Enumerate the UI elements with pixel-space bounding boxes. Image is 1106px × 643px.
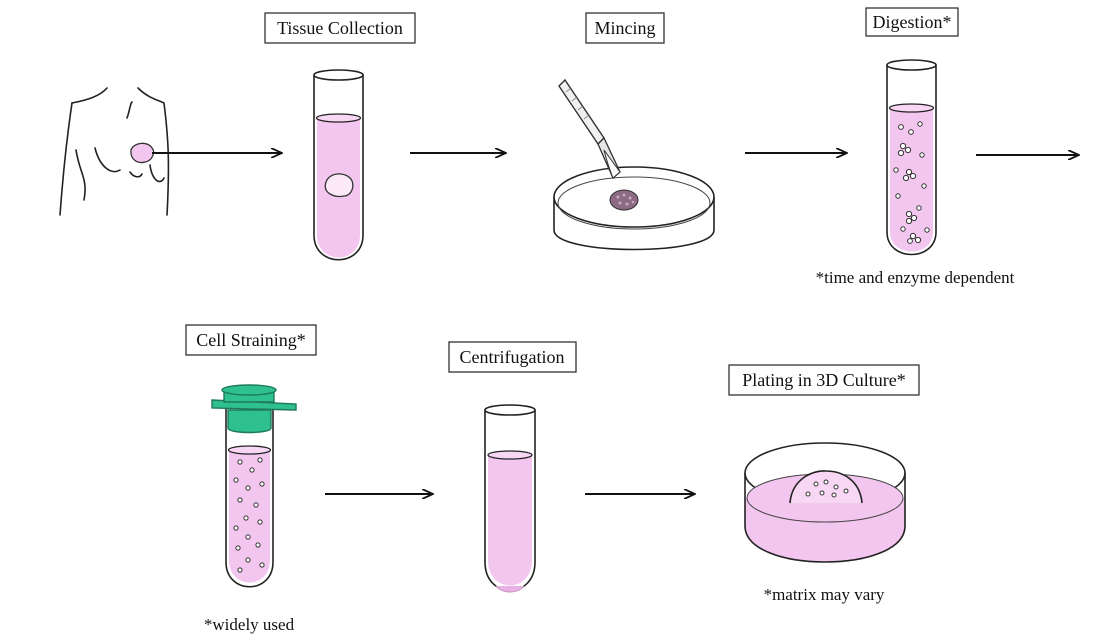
svg-text:Cell Straining*: Cell Straining* (196, 330, 306, 350)
svg-text:Centrifugation: Centrifugation (460, 347, 565, 367)
digestion-label: Digestion* (865, 7, 959, 37)
cell-strainer-icon (211, 384, 297, 434)
plating-note: *matrix may vary (764, 585, 885, 604)
cell-straining-note: *widely used (204, 615, 295, 634)
tissue-collection-label: Tissue Collection (264, 12, 416, 44)
svg-text:Tissue Collection: Tissue Collection (277, 18, 403, 38)
test-tube-icon (886, 59, 937, 256)
test-tube-icon (484, 404, 536, 593)
cell-cluster-icon (893, 121, 930, 244)
centrifugation-label: Centrifugation (448, 341, 577, 373)
petri-dish-icon (744, 442, 906, 563)
cell-straining-label: Cell Straining* (185, 324, 317, 356)
cell-pellet-icon (495, 585, 525, 593)
tumor-icon (130, 142, 155, 164)
plating-label: Plating in 3D Culture* (728, 364, 920, 396)
svg-text:Digestion*: Digestion* (873, 12, 952, 32)
test-tube-icon (225, 404, 274, 588)
mincing-label: Mincing (585, 12, 665, 44)
svg-text:Plating in 3D Culture*: Plating in 3D Culture* (742, 370, 906, 390)
petri-dish-icon (553, 166, 715, 251)
digestion-note: *time and enzyme dependent (816, 268, 1015, 287)
torso-outline-icon (59, 87, 170, 216)
svg-text:Mincing: Mincing (595, 18, 656, 38)
scalpel-icon (558, 78, 621, 180)
test-tube-icon (313, 69, 364, 261)
tissue-piece-icon (324, 173, 354, 198)
minced-tissue-icon (609, 189, 639, 211)
